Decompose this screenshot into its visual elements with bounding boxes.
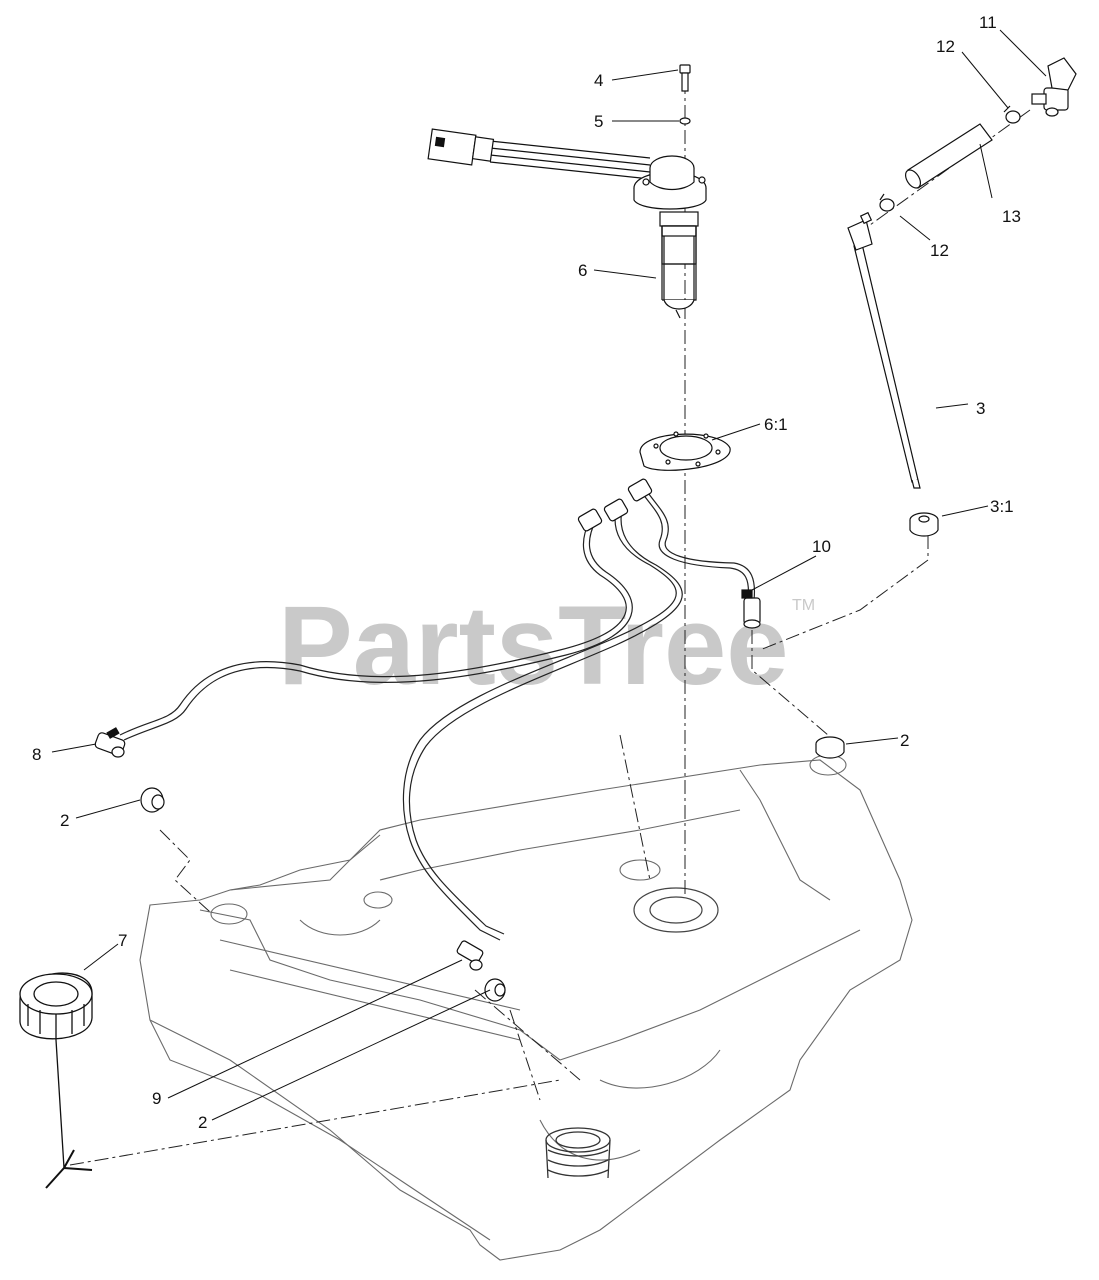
part-4-screw <box>679 64 691 92</box>
callout-5: 5 <box>594 112 603 131</box>
fuel-lines <box>119 489 756 941</box>
callout-9: 9 <box>152 1089 161 1108</box>
part-9-fitting <box>456 940 484 971</box>
part-6-1-gasket <box>639 431 731 471</box>
callout-7: 7 <box>118 931 127 950</box>
part-3-pickup-tube <box>847 211 921 489</box>
watermark-tm: TM <box>792 597 815 614</box>
callout-4: 4 <box>594 71 603 90</box>
callout-2-right: 2 <box>900 731 909 750</box>
callout-3-1: 3:1 <box>990 497 1014 516</box>
part-13-hose <box>904 123 993 189</box>
tank-sender-port <box>633 887 719 933</box>
line-fittings <box>577 478 653 532</box>
centerlines <box>69 80 1031 1166</box>
part-6-fuel-sender <box>427 128 707 319</box>
callout-12-lower: 12 <box>930 241 949 260</box>
fuel-tank <box>139 754 913 1261</box>
callout-2-bottom: 2 <box>198 1113 207 1132</box>
callout-13: 13 <box>1002 207 1021 226</box>
part-5-washer <box>679 117 691 125</box>
callout-6: 6 <box>578 261 587 280</box>
part-2-grommet-left <box>140 787 165 813</box>
part-12-clamp-upper <box>1003 105 1021 124</box>
part-11-shutoff-valve <box>1031 57 1077 117</box>
callout-8: 8 <box>32 745 41 764</box>
watermark-text: PartsTree <box>278 583 789 708</box>
part-10-elbow <box>741 589 761 629</box>
callout-10: 10 <box>812 537 831 556</box>
part-8-elbow <box>94 727 126 758</box>
part-2-grommet-tank <box>484 978 506 1002</box>
callout-11: 11 <box>979 13 997 32</box>
callouts: 11 12 4 5 13 12 6 3 6:1 3:1 10 8 2 2 7 9… <box>32 13 1021 1132</box>
part-12-clamp-lower <box>879 193 895 212</box>
part-3-1-grommet <box>909 512 939 537</box>
callout-3: 3 <box>976 399 985 418</box>
part-7-fuel-cap <box>19 972 93 1189</box>
leader-lines <box>51 29 1047 1121</box>
filler-neck <box>545 1127 611 1179</box>
callout-6-1: 6:1 <box>764 415 788 434</box>
watermark: PartsTree TM <box>278 583 815 708</box>
callout-12-upper: 12 <box>936 37 955 56</box>
callout-2-left: 2 <box>60 811 69 830</box>
part-2-grommet-right <box>815 736 845 759</box>
